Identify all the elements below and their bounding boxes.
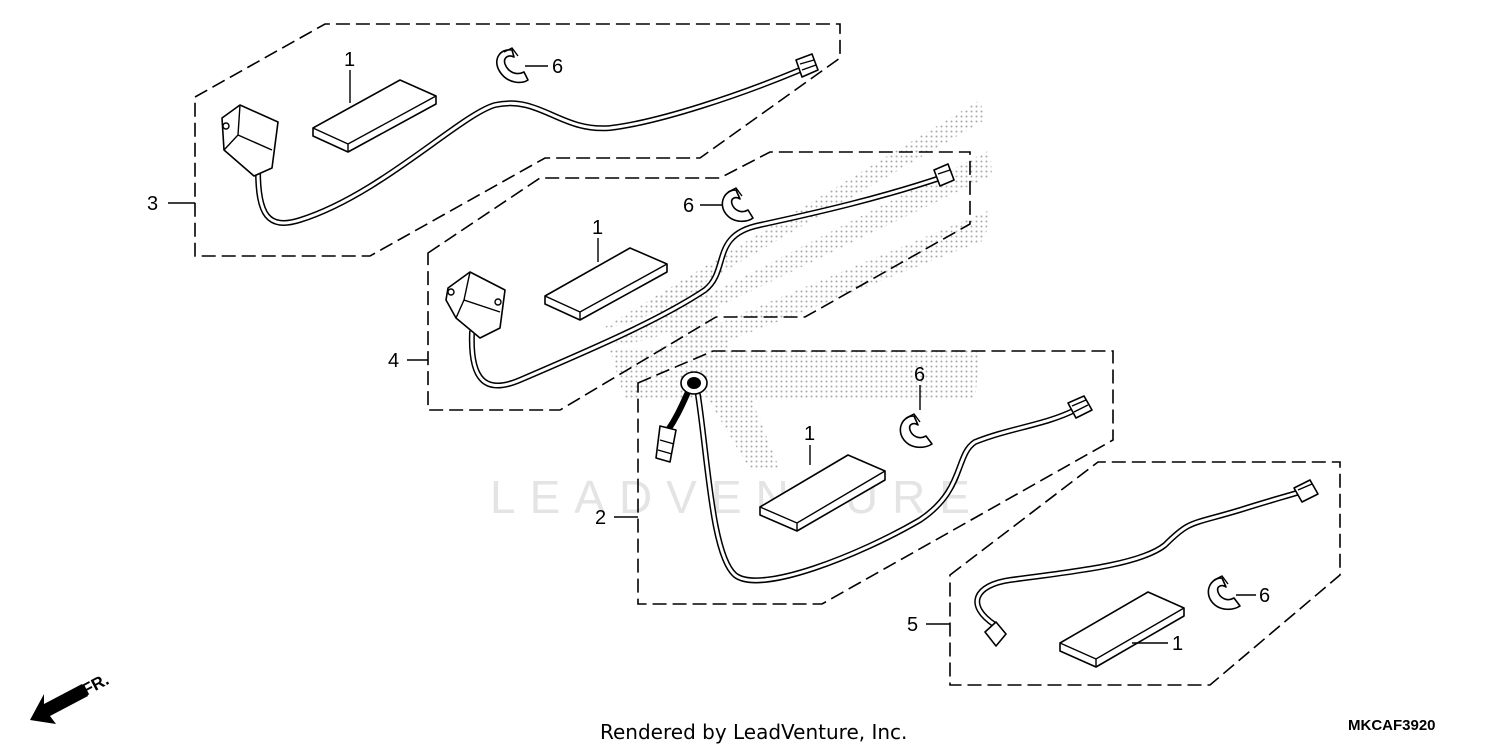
honda-wing-watermark [600,100,992,470]
pad-1c-icon [759,454,886,532]
kit-5-boundary [949,461,1341,686]
front-arrow-icon [30,684,88,724]
kit-3-module-icon [221,104,279,177]
kit-5-group: 1 6 5 [907,461,1341,686]
callout-kit-3: 3 [147,193,158,215]
callout-pad-1a: 1 [344,49,355,71]
callout-clip-6c: 6 [914,364,925,386]
kit-4-boundary [427,151,971,411]
kit-3-boundary [194,23,841,257]
kit-2-connector-icon [1067,395,1093,419]
kit-5-connector-left-icon [984,621,1007,647]
kit-2-grommet-icon [680,371,708,395]
kit-2-plug-icon [655,425,677,463]
footer-credit: Rendered by LeadVenture, Inc. [600,720,907,744]
callout-clip-6d: 6 [1259,585,1270,607]
callout-clip-6a: 6 [552,56,563,78]
diagram-code: MKCAF3920 [1348,717,1436,734]
callout-kit-4: 4 [388,350,399,372]
kit-4-connector-icon [933,163,955,187]
callout-kit-2: 2 [595,507,606,529]
callout-pad-1b: 1 [592,217,603,239]
pad-1d-icon [1059,591,1185,668]
kit-4-module-icon [445,271,506,339]
kit-5-connector-right-icon [1293,479,1319,503]
kit-2-group: 1 6 2 [595,350,1114,605]
kit-3-connector-icon [795,53,819,78]
kit-4-group: 1 6 4 [388,151,971,411]
callout-pad-1c: 1 [804,423,815,445]
clip-6a-icon [496,47,529,84]
callout-kit-5: 5 [907,614,918,636]
kit-3-group: 1 6 3 [147,23,841,257]
callout-pad-1d: 1 [1172,633,1183,655]
kit-2-pigtail [665,389,691,433]
watermark-text: LEADVENTURE [490,471,984,523]
clip-6c-icon [899,413,933,449]
callout-clip-6b: 6 [683,195,694,217]
clip-6b-icon [721,187,754,223]
pad-1a-icon [312,79,437,153]
kit-2-boundary [637,350,1114,605]
pad-1b-icon [544,247,668,321]
clip-6d-icon [1207,575,1241,611]
